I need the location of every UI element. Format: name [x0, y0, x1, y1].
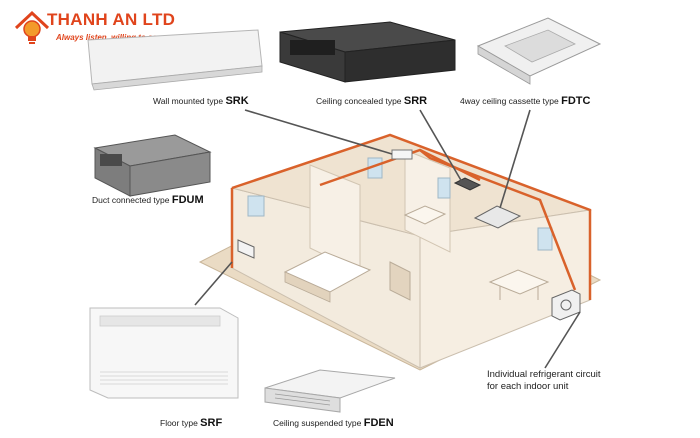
label-srf-code: SRF — [200, 417, 223, 429]
outdoor-note: Individual refrigerant circuit for each … — [487, 369, 601, 393]
brand-tagline: Always listen, willing to serve — [56, 33, 169, 42]
srf-product-image — [89, 307, 239, 399]
label-fdum-type: Duct connected type — [92, 195, 170, 205]
fdtc-product-image — [476, 17, 602, 85]
label-fdum-code: FDUM — [171, 194, 204, 206]
srf-unit-in-house — [237, 239, 255, 259]
leader-fdtc — [499, 109, 531, 209]
window-4 — [537, 227, 553, 251]
fden-product-image — [264, 369, 396, 413]
bed-base — [284, 271, 331, 303]
leader-srr — [419, 109, 463, 183]
refrigerant-line-back — [419, 149, 577, 291]
label-fden: Ceiling suspended type FDEN — [273, 417, 394, 429]
label-fdtc-type: 4way ceiling cassette type — [460, 96, 559, 106]
label-fdum: Duct connected type FDUM — [92, 194, 204, 206]
brand-logo — [10, 8, 200, 48]
label-srr-code: SRR — [403, 95, 428, 107]
partition-wall-2 — [404, 149, 451, 253]
dining-table — [488, 269, 550, 295]
srr-product-image — [279, 21, 456, 83]
house-bulb-icon — [14, 10, 50, 44]
label-fden-type: Ceiling suspended type — [273, 418, 362, 428]
refrigerant-line-top — [231, 133, 592, 300]
label-srr: Ceiling concealed type SRR — [316, 95, 427, 107]
label-fdtc: 4way ceiling cassette type FDTC — [460, 95, 590, 107]
label-srk: Wall mounted type SRK — [153, 95, 249, 107]
label-srf: Floor type SRF — [160, 417, 222, 429]
window-3 — [437, 177, 451, 199]
fdum-product-image — [93, 134, 212, 197]
leader-srk — [244, 109, 393, 155]
leader-srf — [194, 261, 233, 306]
cabinet — [389, 261, 411, 301]
label-srf-type: Floor type — [160, 418, 198, 428]
brand-name: THANH AN LTD — [47, 10, 176, 29]
outdoor-note-line1: Individual refrigerant circuit — [487, 369, 601, 380]
leader-outdoor — [544, 311, 581, 369]
label-fdtc-code: FDTC — [561, 95, 591, 107]
label-srk-code: SRK — [225, 95, 249, 107]
outdoor-note-line2: for each indoor unit — [487, 381, 569, 392]
label-srr-type: Ceiling concealed type — [316, 96, 402, 106]
fdtc-unit-in-house — [473, 205, 522, 229]
label-srk-type: Wall mounted type — [153, 96, 224, 106]
window — [247, 195, 265, 217]
label-fden-code: FDEN — [363, 417, 394, 429]
desk — [403, 205, 447, 225]
srk-unit-in-house — [391, 149, 413, 160]
srk-product-image — [87, 29, 263, 91]
